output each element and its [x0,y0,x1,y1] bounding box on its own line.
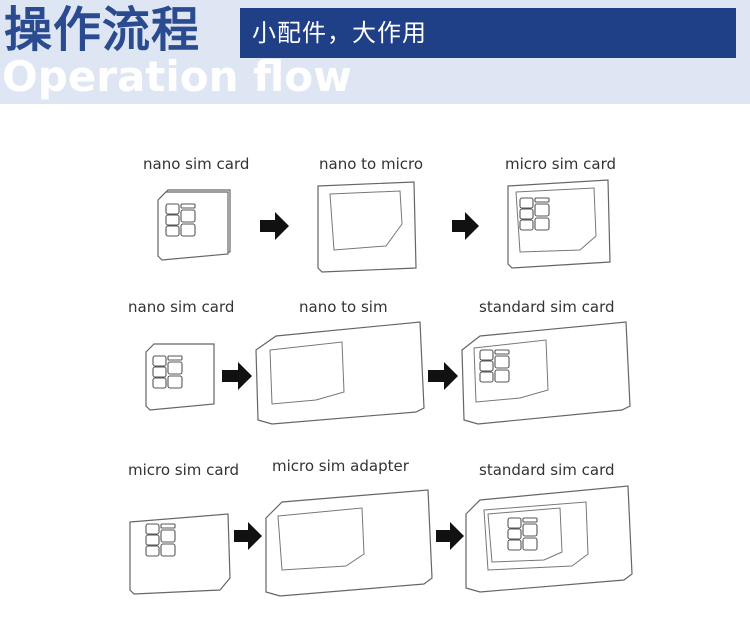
row3-micro-sim-card [129,513,231,595]
row1-arrow-1 [260,212,289,240]
row3-label-3: standard sim card [479,461,615,479]
row3-arrow-1 [234,522,262,550]
row2-nano-to-sim-adapter [255,321,425,425]
row3-arrow-2 [436,522,464,550]
title-english: Operation flow [2,52,352,101]
row1-micro-sim-card [507,179,611,269]
row1-label-2: nano to micro [319,155,424,173]
row1-nano-to-micro-adapter [317,181,417,273]
row2-label-1: nano sim card [128,298,235,316]
row2-arrow-2 [428,362,458,390]
row2-label-2: nano to sim [299,298,388,316]
row2-standard-sim-card [461,321,631,425]
row3-standard-sim-card [465,485,633,593]
row3-label-2: micro sim adapter [272,457,409,475]
row3-micro-sim-adapter [265,489,433,597]
row2-nano-sim-card [145,343,215,411]
row1-arrow-2 [452,212,479,240]
title-chinese: 操作流程 [4,2,201,58]
row2-arrow-1 [222,362,252,390]
row2-label-3: standard sim card [479,298,615,316]
row3-label-1: micro sim card [128,461,240,479]
row1-nano-sim-card [157,189,231,261]
row1-label-1: nano sim card [143,155,250,173]
row1-label-3: micro sim card [505,155,617,173]
header: 操作流程 小配件，大作用 Operation flow [0,0,750,104]
banner-text: 小配件，大作用 [252,19,427,47]
banner: 小配件，大作用 [240,8,736,58]
